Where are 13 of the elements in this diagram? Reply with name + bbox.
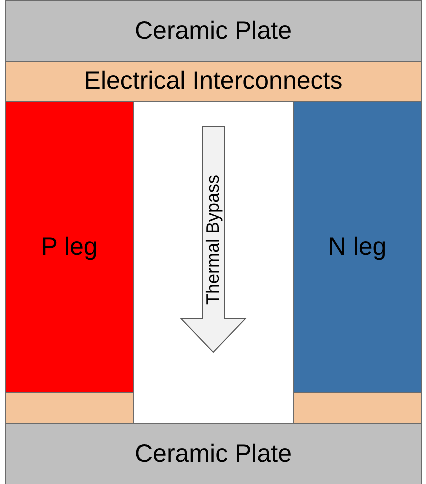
ceramic-plate (5, 423, 422, 484)
interconnect-label: Electrical Interconnects (84, 67, 343, 96)
interconnect-pad (293, 392, 422, 424)
n-type-leg (293, 101, 422, 393)
leg-label: N leg (328, 232, 387, 262)
leg-label: P leg (41, 232, 98, 262)
arrow-label: Thermal Bypass (204, 174, 224, 306)
ceramic-plate (5, 0, 422, 62)
interconnect-strip (5, 61, 422, 102)
plate-label: Ceramic Plate (135, 16, 292, 46)
plate-label: Ceramic Plate (135, 440, 292, 468)
interconnect-pad (5, 392, 134, 424)
p-type-leg (5, 101, 134, 393)
